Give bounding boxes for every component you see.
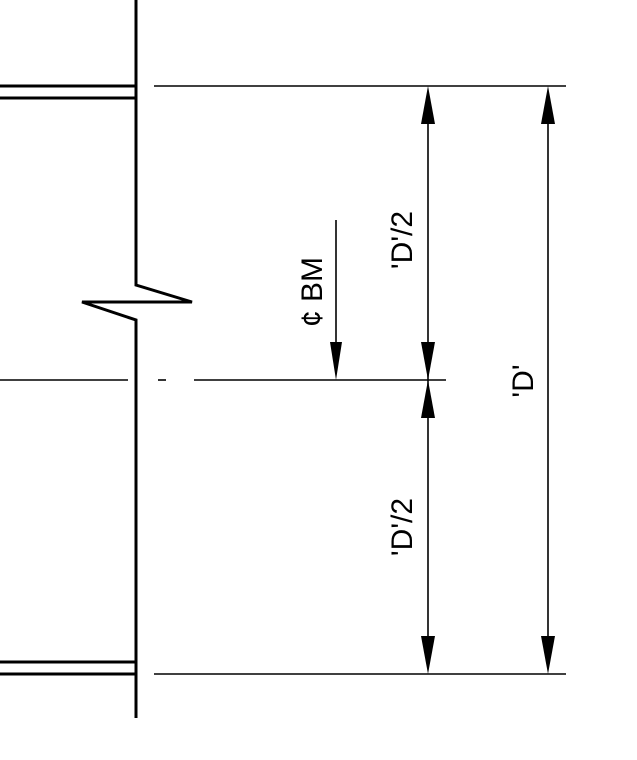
half-depth-top-arrow-up: [421, 86, 435, 124]
half-depth-bottom-arrow-down: [421, 636, 435, 674]
half-depth-bottom-label: 'D'/2: [386, 498, 419, 556]
half-depth-mid-arrow-down: [421, 342, 435, 380]
centerline-label: ¢ BM: [296, 257, 329, 327]
full-depth-bottom-arrow: [541, 636, 555, 674]
full-depth-top-arrow: [541, 86, 555, 124]
half-depth-mid-arrow-up: [421, 380, 435, 418]
half-depth-top-label: 'D'/2: [386, 211, 419, 269]
full-depth-label: 'D': [507, 364, 540, 397]
centerline-leader-arrow: [330, 342, 342, 380]
member-vertical-line-with-break: [81, 0, 193, 718]
